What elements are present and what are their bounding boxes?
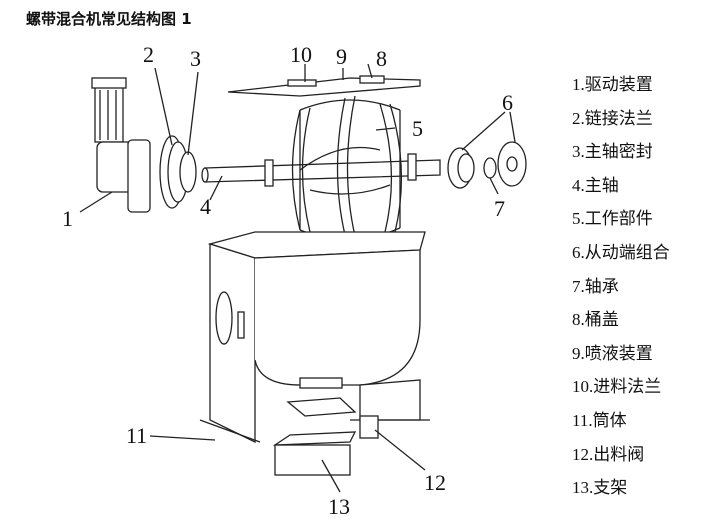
coupling-flange <box>159 135 197 209</box>
legend-item: 9.喷液装置 <box>572 343 653 363</box>
callout-7: 7 <box>494 196 505 221</box>
legend-item: 10.进料法兰 <box>572 377 662 397</box>
callout-6: 6 <box>502 90 513 115</box>
callout-3: 3 <box>190 46 201 71</box>
callout-1: 1 <box>62 206 73 231</box>
drive-unit <box>91 77 151 213</box>
diagram-title: 螺带混合机常见结构图 1 <box>26 10 192 28</box>
legend-item: 8.桶盖 <box>572 310 619 330</box>
support-frame <box>272 431 357 476</box>
legend-item: 5.工作部件 <box>572 209 653 229</box>
tank-lid <box>227 68 421 97</box>
parts-legend: 1.驱动装置 2.链接法兰 3.主轴密封 4.主轴 5.工作部件 6.从动端组合… <box>572 74 670 511</box>
callout-12: 12 <box>424 470 446 495</box>
main-shaft <box>201 153 441 187</box>
legend-item: 4.主轴 <box>572 175 619 195</box>
ribbon-agitator <box>291 95 403 241</box>
legend-item: 12.出料阀 <box>572 444 645 464</box>
discharge-valve <box>286 377 379 439</box>
legend-item: 11.筒体 <box>572 410 627 430</box>
legend-item: 13.支架 <box>572 478 628 498</box>
callout-2: 2 <box>143 42 154 67</box>
callout-8: 8 <box>376 46 387 71</box>
legend-item: 3.主轴密封 <box>572 142 653 162</box>
callout-10: 10 <box>290 42 312 67</box>
trough-body <box>199 231 430 444</box>
leader-lines <box>79 63 516 493</box>
legend-item: 6.从动端组合 <box>572 242 670 262</box>
callout-9: 9 <box>336 44 347 69</box>
legend-item: 2.链接法兰 <box>572 108 653 128</box>
callout-13: 13 <box>328 494 350 519</box>
callout-4: 4 <box>200 194 211 219</box>
legend-item: 7.轴承 <box>572 276 619 296</box>
callout-11: 11 <box>126 423 147 448</box>
legend-item: 1.驱动装置 <box>572 75 653 94</box>
driven-end-assembly <box>447 141 527 189</box>
callout-5: 5 <box>412 116 423 141</box>
